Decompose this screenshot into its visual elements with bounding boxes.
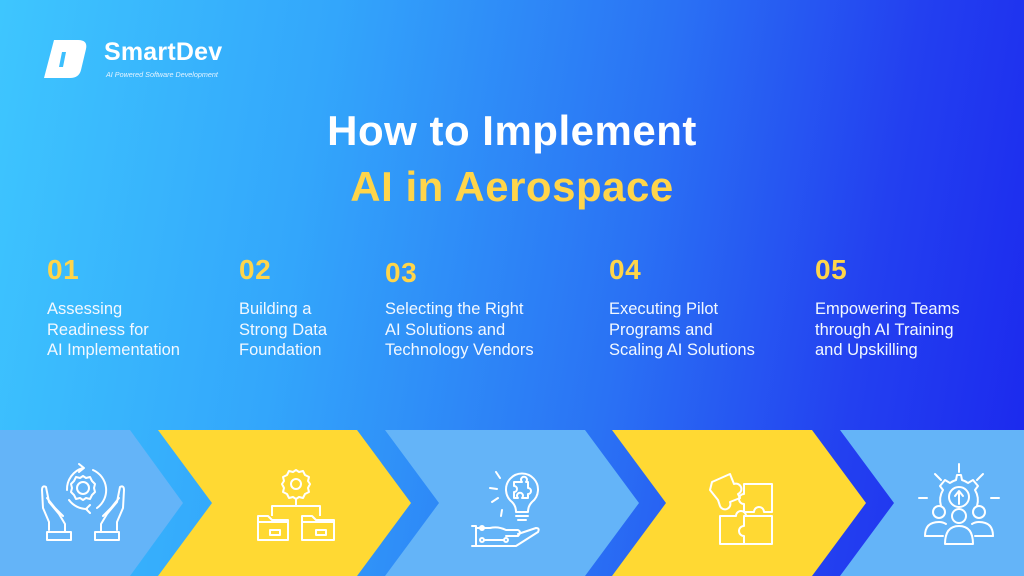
chevron-2 <box>158 430 411 576</box>
hands-gear-cycle-icon <box>41 463 125 541</box>
brand-logo: SmartDev AI Powered Software Development <box>44 38 254 83</box>
smartdev-logo-icon <box>44 40 87 78</box>
step-description: Building a Strong Data Foundation <box>239 300 328 359</box>
step-1: 01 Assessing Readiness for AI Implementa… <box>47 254 180 361</box>
step-4: 04 Executing Pilot Programs and Scaling … <box>609 254 755 361</box>
step-description: Executing Pilot Programs and Scaling AI … <box>609 300 755 359</box>
step-number: 05 <box>815 254 848 285</box>
step-description: Selecting the Right AI Solutions and Tec… <box>385 300 534 359</box>
chevron-process-strip <box>0 430 1024 576</box>
step-description: Empowering Teams through AI Training and… <box>815 300 960 359</box>
chevron-4 <box>612 430 866 576</box>
step-number: 04 <box>609 254 642 285</box>
chevron-1 <box>0 430 183 576</box>
step-number: 02 <box>239 254 272 285</box>
brand-tagline: AI Powered Software Development <box>106 70 218 79</box>
step-description: Assessing Readiness for AI Implementatio… <box>47 300 180 359</box>
team-gear-growth-icon <box>918 463 1000 545</box>
step-5: 05 Empowering Teams through AI Training … <box>815 254 960 361</box>
gear-folders-hierarchy-icon <box>257 469 335 541</box>
step-3: 03 Selecting the Right AI Solutions and … <box>385 254 534 361</box>
page-title-line2: AI in Aerospace <box>350 163 674 210</box>
chevron-5 <box>840 430 1024 576</box>
step-number: 01 <box>47 254 80 285</box>
hand-lightbulb-puzzle-icon <box>471 471 540 547</box>
step-number: 03 <box>385 257 418 288</box>
brand-name: SmartDev <box>104 38 223 66</box>
step-2: 02 Building a Strong Data Foundation <box>239 254 327 361</box>
puzzle-pieces-icon <box>709 473 773 545</box>
page-title-line1: How to Implement <box>327 107 697 154</box>
